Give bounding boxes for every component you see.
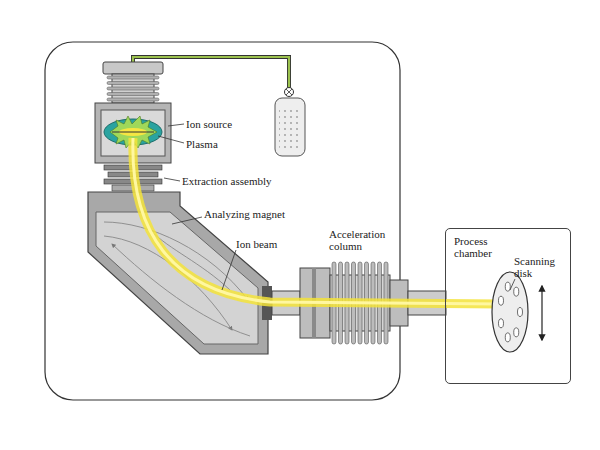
- process-chamber-box: Process chamberScanning disk: [445, 228, 571, 384]
- source-bellows: [107, 74, 159, 103]
- wafer-hole: [514, 287, 519, 296]
- filament: [112, 131, 154, 132]
- gas-bottle: [275, 98, 305, 156]
- wafer-hole: [498, 319, 503, 328]
- scan-arrow: [541, 286, 542, 340]
- chamber-heading: Process chamber: [454, 235, 524, 259]
- part-label: Analyzing magnet: [204, 208, 285, 220]
- leader-line: [164, 178, 180, 181]
- leader-line: [172, 217, 202, 224]
- part-label: Scanning disk: [514, 255, 566, 279]
- bellows-ridge: [107, 87, 159, 90]
- bellows-ridge: [107, 82, 159, 85]
- part-label: Acceleration column: [329, 228, 399, 252]
- leader-line: [158, 136, 184, 143]
- valve: [285, 88, 294, 97]
- part-label: Plasma: [186, 138, 218, 150]
- wafer-hole: [514, 328, 519, 337]
- part-label: Ion beam: [236, 238, 277, 250]
- wafer-holes: [498, 282, 522, 342]
- bellows-ridge: [107, 76, 159, 79]
- scanning-disk: [492, 272, 528, 352]
- part-label: Extraction assembly: [182, 175, 272, 187]
- bellows-ridge: [107, 98, 159, 101]
- wafer-hole: [505, 333, 510, 342]
- wafer-hole: [498, 296, 503, 305]
- bellows-ridge: [107, 93, 159, 96]
- housing: [45, 42, 400, 400]
- leader-line: [222, 250, 236, 290]
- wafer-hole: [518, 308, 523, 317]
- source-cap: [103, 62, 163, 74]
- magnet-pole: [96, 212, 258, 344]
- valve: [286, 89, 292, 95]
- part-label: Ion source: [186, 118, 232, 130]
- wafer-hole: [505, 282, 510, 291]
- leader-line: [510, 279, 515, 290]
- gas-bottle: [279, 106, 301, 150]
- leader-line: [168, 124, 184, 126]
